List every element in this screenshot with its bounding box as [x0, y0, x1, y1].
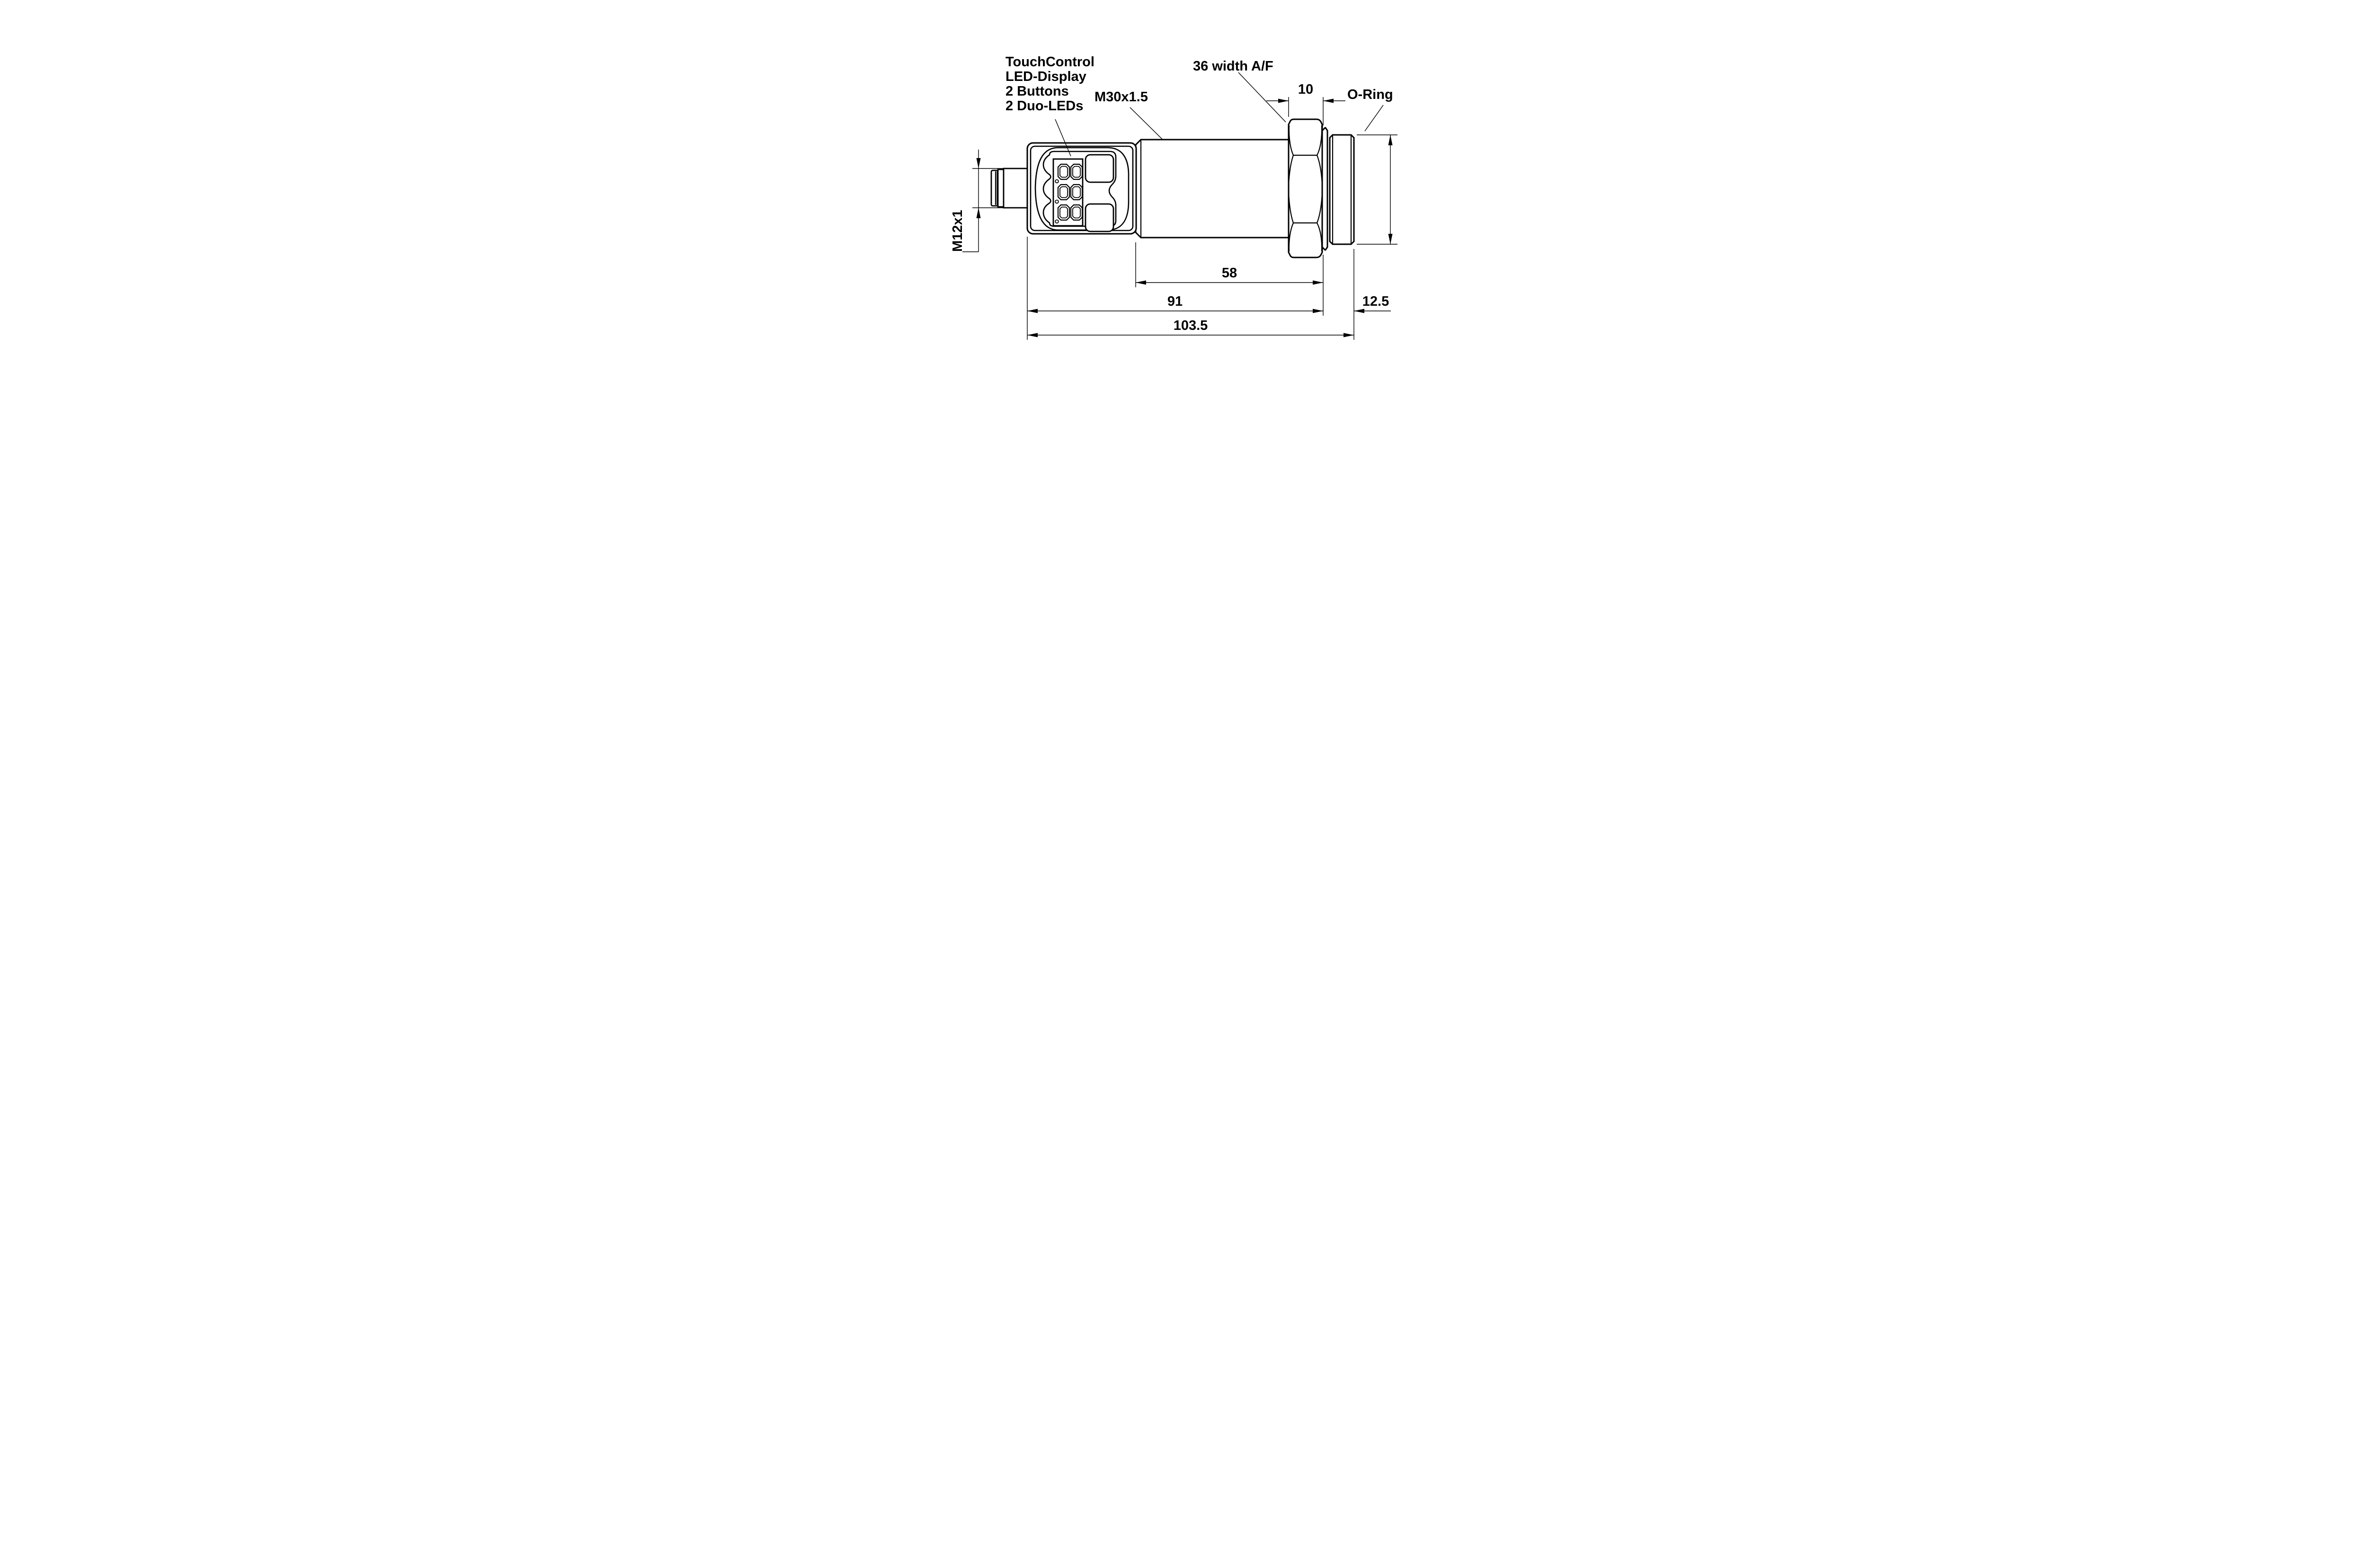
feature-callout-line2: LED-Display: [1006, 69, 1086, 84]
dim-m12: [962, 150, 1004, 252]
dim-58: [1136, 280, 1323, 285]
barrel-outline: [1135, 139, 1291, 239]
keypad-pillow-contour: [1034, 147, 1130, 231]
sensor-device: [990, 118, 1355, 258]
arrowhead: [1354, 309, 1364, 313]
leader-touchcontrol: [1055, 119, 1071, 157]
drawing-labels: TouchControl LED-Display 2 Buttons 2 Duo…: [950, 54, 1393, 333]
sensor-dimension-drawing: TouchControl LED-Display 2 Buttons 2 Duo…: [805, 0, 1562, 392]
dim-value-10: 10: [1298, 82, 1313, 97]
dim-value-58: 58: [1222, 266, 1237, 281]
arrowhead: [1388, 135, 1393, 145]
feature-callout-line3: 2 Buttons: [1006, 84, 1069, 99]
arrowhead: [1313, 280, 1323, 285]
arrowhead: [976, 208, 981, 218]
arrowhead: [1388, 234, 1393, 244]
feature-callout-line1: TouchControl: [1006, 54, 1095, 70]
display-housing: [1026, 142, 1137, 235]
dim-103-5: [1027, 333, 1354, 337]
dim-value-103-5: 103.5: [1174, 318, 1208, 333]
hex-arc-ml: [1288, 155, 1294, 223]
leader-m30: [1130, 107, 1164, 141]
hex-arc-mr: [1316, 155, 1323, 223]
arrowhead: [1344, 333, 1354, 337]
touch-button-2: [1085, 203, 1114, 232]
leader-lines: [1055, 72, 1384, 157]
oring-label: O-Ring: [1347, 87, 1393, 102]
dim-value-91: 91: [1167, 294, 1183, 309]
decimal-point-3: [1055, 219, 1059, 224]
oring-washer: [1321, 127, 1328, 251]
arrowhead: [976, 158, 981, 168]
hex-nut-outline: [1288, 118, 1323, 258]
dim-value-12-5: 12.5: [1362, 294, 1389, 309]
decimal-point-1: [1055, 179, 1059, 184]
hex-nut: [1288, 118, 1323, 258]
dim-91: [1027, 309, 1323, 313]
technical-drawing-page: TouchControl LED-Display 2 Buttons 2 Duo…: [805, 0, 1562, 392]
dim-12-5: [1354, 309, 1391, 313]
arrowhead: [1313, 309, 1323, 313]
arrowhead: [1136, 280, 1146, 285]
connector-cylinder: [1003, 168, 1028, 209]
dimensioning: [962, 97, 1397, 340]
feature-callout-line4: 2 Duo-LEDs: [1006, 98, 1083, 114]
thread-size-label: M30x1.5: [1095, 89, 1148, 105]
threaded-tip: [1329, 134, 1355, 245]
connector-thread-label: M12x1: [950, 210, 965, 252]
seven-segment-display: [1052, 158, 1084, 227]
arrowhead: [1323, 98, 1334, 103]
hex-arc-tr: [1317, 125, 1323, 156]
connector-collar: [997, 168, 1005, 208]
dim-tip-diameter: [1357, 134, 1397, 245]
hex-arc-br: [1317, 222, 1323, 252]
decimal-point-2: [1055, 199, 1059, 204]
hex-arc-bl: [1288, 222, 1294, 252]
keypad-scallop-contour: [1042, 151, 1117, 227]
arrowhead: [1278, 98, 1289, 103]
leader-width-af: [1238, 72, 1286, 123]
arrowhead: [1027, 333, 1038, 337]
tip-outline: [1329, 134, 1355, 245]
arrowhead: [1027, 309, 1038, 313]
sensor-barrel: [1135, 139, 1291, 239]
wrench-size-label: 36 width A/F: [1193, 59, 1273, 74]
touch-button-1: [1085, 154, 1114, 183]
leader-oring: [1364, 105, 1384, 132]
hex-arc-tl: [1288, 125, 1294, 156]
dim-10: [1266, 97, 1345, 125]
m12-connector: [990, 168, 1028, 209]
